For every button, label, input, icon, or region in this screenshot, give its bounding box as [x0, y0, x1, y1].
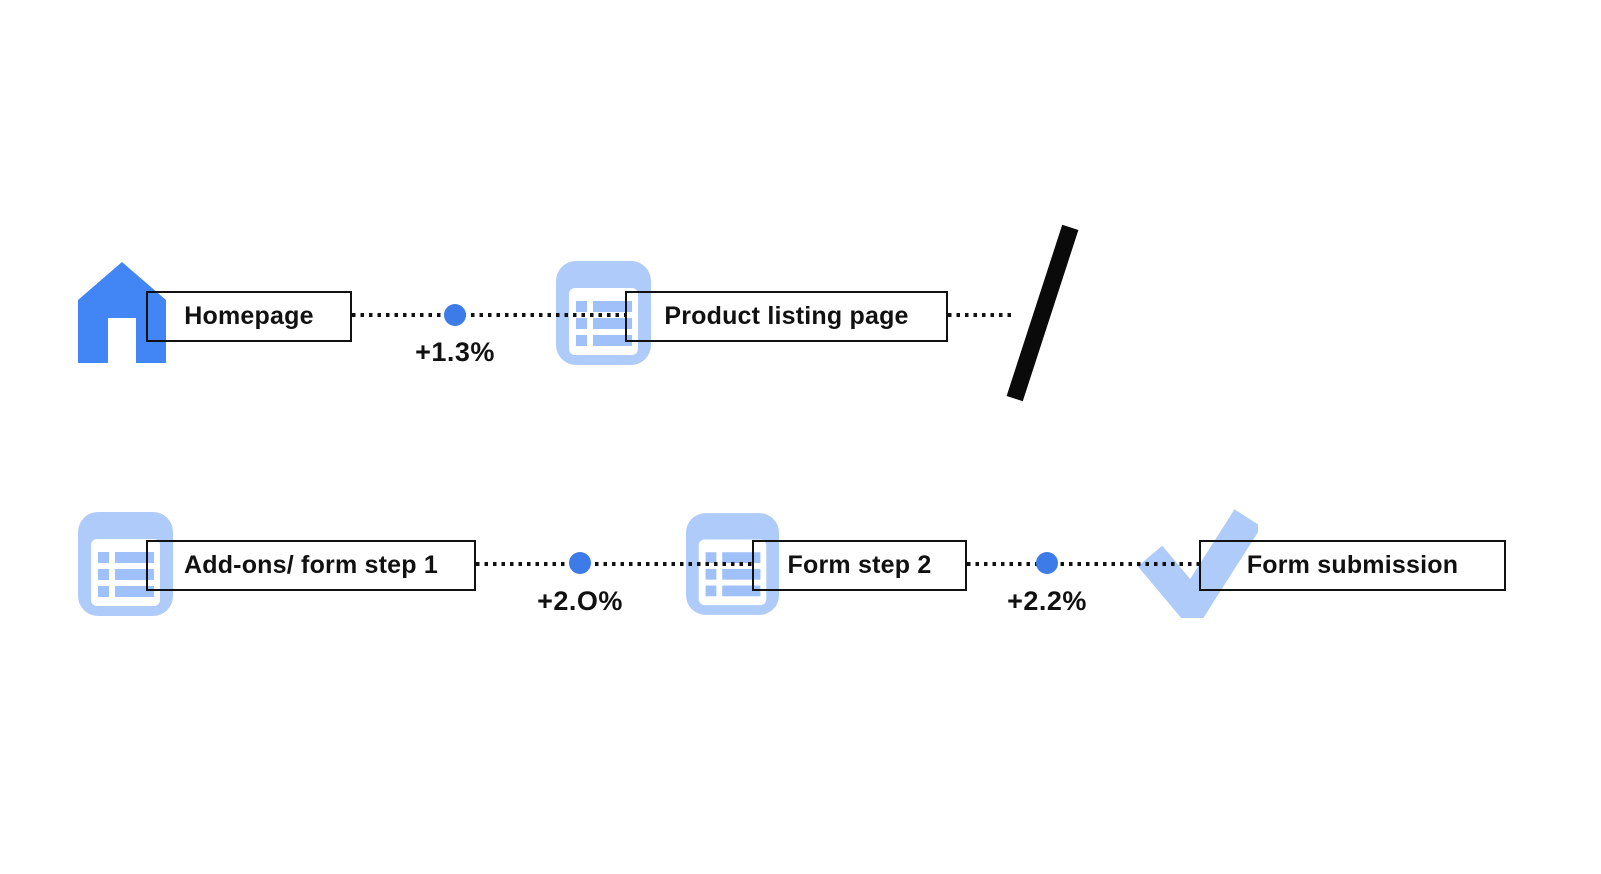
connector-line — [352, 313, 625, 317]
step-box-product-listing: Product listing page — [625, 291, 948, 342]
step-box-form-step-2: Form step 2 — [752, 540, 967, 591]
uplift-label: +2.O% — [537, 586, 623, 616]
step-label: Form step 2 — [787, 551, 932, 579]
uplift-label: +1.3% — [415, 337, 495, 367]
step-box-form-submission: Form submission — [1199, 540, 1506, 591]
connector-line — [476, 562, 752, 566]
uplift-label: +2.2% — [1007, 586, 1087, 616]
step-box-addons-form-step-1: Add-ons/ form step 1 — [146, 540, 476, 591]
page-break-slash — [1006, 224, 1079, 402]
step-label: Homepage — [184, 302, 314, 330]
home-icon — [78, 262, 166, 363]
connector-line — [948, 313, 1012, 317]
step-label: Add-ons/ form step 1 — [183, 551, 438, 579]
step-label: Product listing page — [664, 302, 909, 330]
step-label: Form submission — [1246, 551, 1459, 579]
connector-dot — [1036, 552, 1058, 574]
check-icon — [1126, 506, 1262, 633]
step-box-homepage: Homepage — [146, 291, 352, 342]
connector-dot — [569, 552, 591, 574]
connector-dot — [444, 304, 466, 326]
connector-line — [967, 562, 1199, 566]
